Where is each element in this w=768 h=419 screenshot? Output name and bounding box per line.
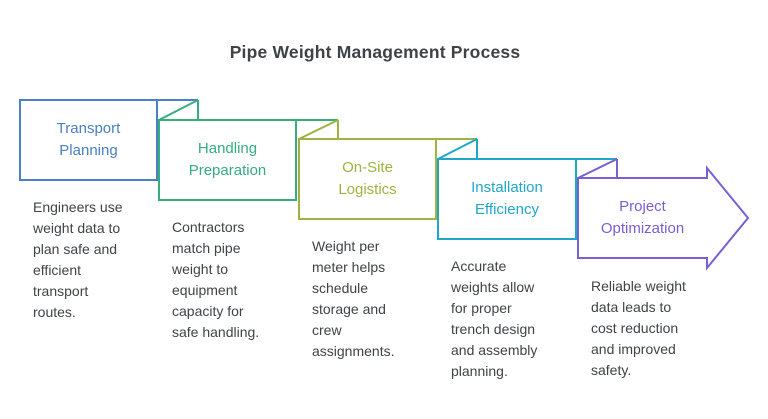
page-title: Pipe Weight Management Process: [229, 42, 521, 62]
step-4-description: Accurate weights allow for proper trench…: [451, 258, 538, 379]
step-1-description: Engineers use weight data to plan safe a…: [33, 199, 123, 320]
step-1-title: Transport Planning: [56, 120, 121, 159]
fold-connector-3-4: [437, 138, 478, 160]
step-3-box-shape: [298, 138, 437, 220]
fold-connector-2-3: [298, 119, 339, 140]
step-4-title: Installation Efficiency: [471, 179, 543, 218]
step-3-description: Weight per meter helps schedule storage …: [312, 238, 395, 359]
step-5-description: Reliable weight data leads to cost reduc…: [591, 278, 686, 378]
step-5-arrow-shape: [577, 165, 750, 271]
fold-connector-4-5: [577, 158, 618, 179]
step-1-box-shape: [19, 99, 158, 181]
step-4-box-shape: [437, 158, 577, 240]
fold-connector-1-2: [158, 99, 199, 121]
step-2-title: Handling Preparation: [188, 140, 267, 179]
step-2-description: Contractors match pipe weight to equipme…: [172, 219, 260, 340]
step-5-title: Project Optimization: [600, 198, 685, 237]
step-2-box-shape: [158, 119, 297, 201]
step-3-title: On-Site Logistics: [338, 159, 397, 198]
